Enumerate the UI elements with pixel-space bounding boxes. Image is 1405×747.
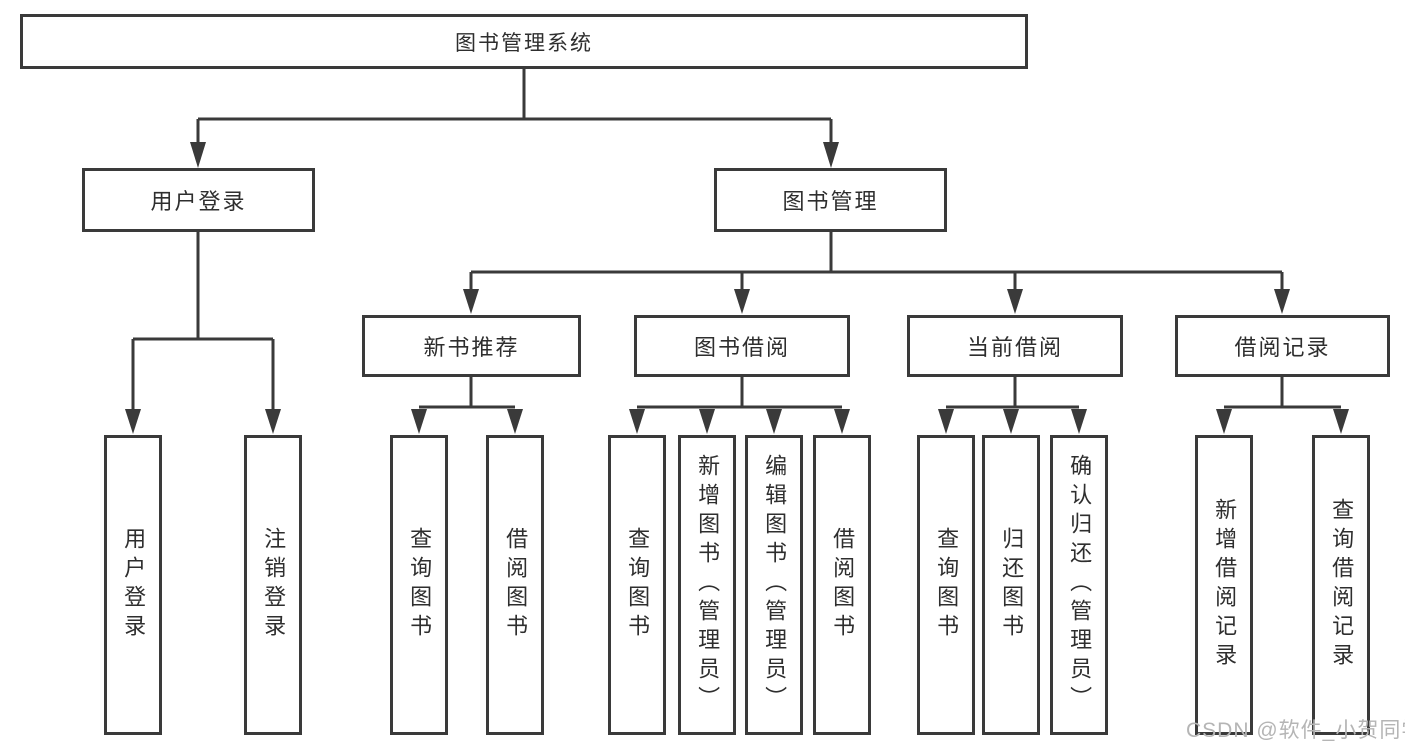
leaf-add-book-admin-label: 新增图书（管理员） (695, 454, 721, 716)
csdn-watermark: CSDN @软件_小贺同学 (1186, 719, 1405, 742)
node-new-book-recommend-label: 新书推荐 (423, 335, 520, 360)
leaf-query-book-current: 查询图书 (917, 435, 975, 735)
leaf-query-book-borrow-label: 查询图书 (625, 526, 651, 644)
node-book-borrow-label: 图书借阅 (693, 335, 790, 360)
leaf-borrow-book-borrow-label: 借阅图书 (830, 526, 856, 644)
leaf-user-login: 用户登录 (104, 435, 162, 735)
node-borrow-record: 借阅记录 (1175, 315, 1390, 377)
leaf-edit-book-admin-label: 编辑图书（管理员） (762, 454, 788, 716)
node-new-book-recommend: 新书推荐 (362, 315, 581, 377)
leaf-borrow-book-borrow: 借阅图书 (813, 435, 871, 735)
node-user-login: 用户登录 (82, 168, 315, 232)
node-book-management: 图书管理 (714, 168, 947, 232)
leaf-return-book-label: 归还图书 (999, 526, 1025, 644)
leaf-borrow-book-newrec-label: 借阅图书 (503, 526, 529, 644)
leaf-confirm-return-admin: 确认归还（管理员） (1050, 435, 1108, 735)
leaf-add-book-admin: 新增图书（管理员） (678, 435, 736, 735)
leaf-query-book-borrow: 查询图书 (608, 435, 666, 735)
leaf-query-book-current-label: 查询图书 (934, 526, 960, 644)
node-current-borrow: 当前借阅 (907, 315, 1123, 377)
leaf-borrow-book-newrec: 借阅图书 (486, 435, 544, 735)
leaf-query-borrow-record: 查询借阅记录 (1312, 435, 1370, 735)
node-user-login-label: 用户登录 (150, 189, 247, 214)
node-current-borrow-label: 当前借阅 (966, 335, 1063, 360)
leaf-logout-label: 注销登录 (261, 526, 287, 644)
node-book-borrow: 图书借阅 (634, 315, 850, 377)
leaf-add-borrow-record-label: 新增借阅记录 (1212, 497, 1238, 673)
node-borrow-record-label: 借阅记录 (1234, 335, 1331, 360)
leaf-add-borrow-record: 新增借阅记录 (1195, 435, 1253, 735)
leaf-confirm-return-admin-label: 确认归还（管理员） (1067, 454, 1093, 716)
leaf-return-book: 归还图书 (982, 435, 1040, 735)
leaf-query-borrow-record-label: 查询借阅记录 (1329, 497, 1355, 673)
node-root: 图书管理系统 (20, 14, 1028, 69)
node-book-management-label: 图书管理 (782, 189, 879, 214)
node-root-label: 图书管理系统 (455, 31, 593, 55)
leaf-edit-book-admin: 编辑图书（管理员） (745, 435, 803, 735)
leaf-query-book-newrec: 查询图书 (390, 435, 448, 735)
leaf-query-book-newrec-label: 查询图书 (407, 526, 433, 644)
leaf-user-login-label: 用户登录 (121, 526, 147, 644)
leaf-logout: 注销登录 (244, 435, 302, 735)
